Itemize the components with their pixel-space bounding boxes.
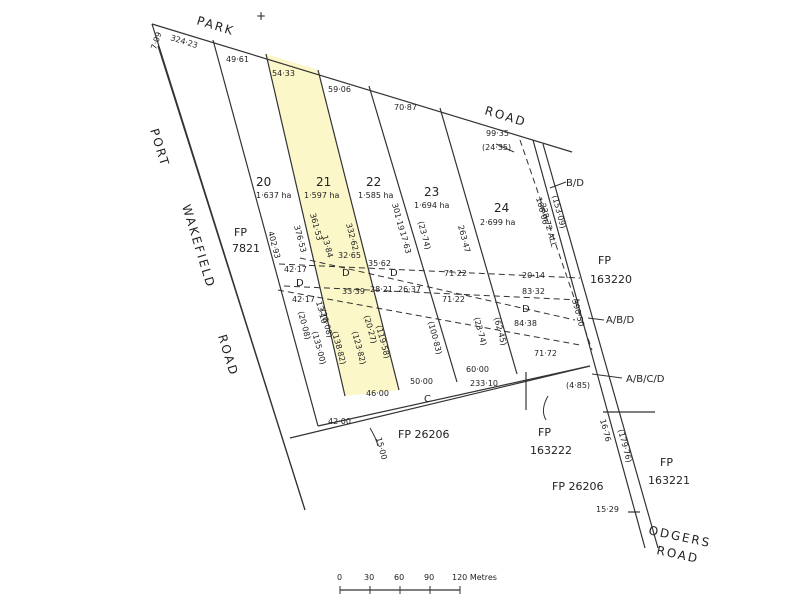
park-road-suffix: ROAD: [483, 103, 528, 129]
fp-7821-number: 7821: [232, 242, 260, 255]
dim-17976: (179·76): [616, 428, 634, 463]
port-road-suffix: ROAD: [215, 333, 241, 378]
fp-26206-east-label: FP 26206: [552, 480, 603, 493]
lot-22-number: 22: [366, 175, 381, 189]
lot-24-area: 2·699 ha: [480, 218, 516, 227]
dim-4600: 46·00: [366, 389, 389, 398]
fp-7821-label: FP: [234, 226, 247, 239]
dim-485: (4·85): [566, 381, 590, 390]
scale-tick-120: 120 Metres: [452, 573, 497, 582]
easement-abd-label: A/B/D: [606, 315, 634, 326]
dim-2374a: (23·74): [416, 220, 432, 250]
dim-7087: 70·87: [394, 103, 417, 112]
lot-23-area: 1·694 ha: [414, 201, 450, 210]
dim-4200: 42·00: [328, 417, 351, 426]
dim-4217a: 42·17: [284, 265, 307, 274]
lot-23-number: 23: [424, 185, 439, 199]
dim-2008a: (20·08): [296, 310, 312, 340]
scale-tick-0: 0: [337, 573, 342, 582]
dim-2374b: (23·74): [472, 316, 488, 346]
dim-3265: 32·65: [338, 251, 361, 260]
easement-d-lot22: D: [390, 268, 398, 279]
dim-1763: 17·63: [398, 230, 413, 254]
scale-tick-60: 60: [394, 573, 404, 582]
dim-2435: (24·35): [482, 143, 511, 152]
easement-d-lot24: D: [522, 304, 530, 315]
dim-8332: 83·32: [522, 287, 545, 296]
dim-7122a: 71·22: [444, 269, 467, 278]
easement-abcd-label: A/B/C/D: [626, 374, 665, 385]
scale-tick-90: 90: [424, 573, 434, 582]
dim-2637: 26·37: [398, 285, 421, 294]
fp-163221-label: FP: [660, 456, 673, 469]
dim-5433: 54·33: [272, 69, 295, 78]
easement-d-lot21: D: [342, 268, 350, 279]
dim-3562: 35·62: [368, 259, 391, 268]
fp-163222-label: FP: [538, 426, 551, 439]
fp-163221-number: 163221: [648, 474, 690, 487]
easement-c-label: C: [424, 394, 431, 405]
park-road-label: PARK: [195, 13, 236, 38]
dim-324: 324·23: [169, 33, 198, 50]
dim-2014: 20·14: [522, 271, 545, 280]
dim-4961: 49·61: [226, 55, 249, 64]
lot-21-area: 1·597 ha: [304, 191, 340, 200]
dim-7172: 71·72: [534, 349, 557, 358]
dim-2821: 28·21: [370, 285, 393, 294]
lot-24-number: 24: [494, 201, 509, 215]
cross-mark-icon: +: [256, 9, 266, 23]
dim-26347: 263·47: [456, 224, 472, 253]
dim-3339: 33·39: [342, 287, 365, 296]
dim-23310: 233·10: [470, 379, 498, 388]
dim-8438: 84·38: [514, 319, 537, 328]
easement-lines: [277, 139, 593, 351]
dim-5906: 59·06: [328, 85, 351, 94]
dim-6000: 60·00: [466, 365, 489, 374]
dim-1500: 15·00: [374, 436, 389, 460]
lot-21-highlight: [266, 54, 399, 396]
scale-bar: 0 30 60 90 120 Metres: [337, 573, 497, 594]
dim-7122b: 71·22: [442, 295, 465, 304]
port-road-label: PORT: [147, 127, 172, 169]
lot-22-area: 1·585 ha: [358, 191, 394, 200]
leader-lines: [369, 143, 623, 447]
fp-163222-number: 163222: [530, 444, 572, 457]
dim-1529: 15·29: [596, 505, 619, 514]
dim-39050: 390·50: [570, 298, 586, 327]
fp-163220-label: FP: [598, 254, 611, 267]
dim-4217b: 42·17: [292, 295, 315, 304]
lot-21-number: 21: [316, 175, 331, 189]
dim-30119: 301·19: [390, 202, 406, 231]
scale-tick-30: 30: [364, 573, 374, 582]
lot-20-number: 20: [256, 175, 271, 189]
dim-9935: 99·35: [486, 129, 509, 138]
dim-709: 7·09: [149, 31, 163, 51]
easement-d-lot20: D: [296, 278, 304, 289]
lot-20-area: 1·637 ha: [256, 191, 292, 200]
fp-26206-south-label: FP 26206: [398, 428, 449, 441]
dim-5000: 50·00: [410, 377, 433, 386]
fp-163220-number: 163220: [590, 273, 632, 286]
easement-bd-label: B/D: [566, 178, 584, 189]
parcel-boundaries: [151, 23, 659, 549]
dim-37653: 376·53: [292, 224, 308, 253]
dim-10083: (100·83): [426, 320, 444, 355]
